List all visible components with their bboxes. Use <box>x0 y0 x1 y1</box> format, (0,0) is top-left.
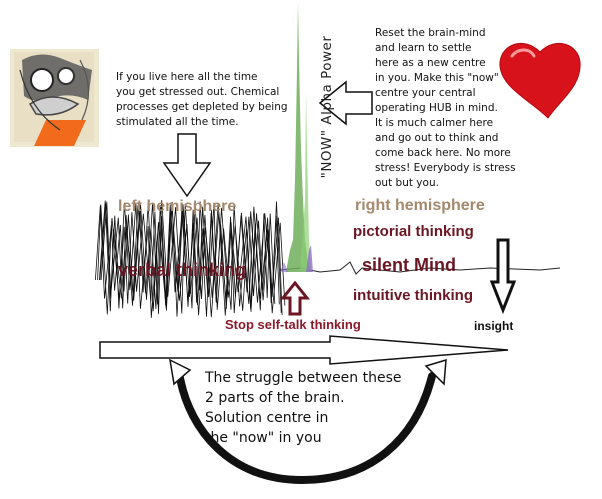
struggle-caption: The struggle between these 2 parts of th… <box>205 370 402 446</box>
curved-double-arrow <box>169 358 447 485</box>
stop-self-talk-label: Stop self-talk thinking <box>225 317 361 332</box>
heart-highlight <box>510 48 536 58</box>
scribble-stroke <box>100 201 276 318</box>
scribble-noise <box>95 200 286 318</box>
arrow-down-right <box>489 238 517 315</box>
arrow-right-long <box>99 335 509 365</box>
arrow-up-maroon <box>279 280 311 316</box>
left-hemisphere-label: left hemisphere <box>118 198 237 215</box>
scribble-stroke <box>99 200 286 314</box>
silent-mind-label: silent Mind <box>362 255 456 275</box>
abstract-brain-figure <box>10 49 99 147</box>
signal-baseline <box>279 261 561 275</box>
insight-label: insight <box>474 319 514 333</box>
left-note: If you live here all the time you get st… <box>116 71 288 128</box>
arrow-left <box>318 80 373 126</box>
scribble-stroke <box>97 203 280 318</box>
verbal-thinking-label: verbal thinking <box>118 260 247 280</box>
right-hemisphere-label: right hemisphere <box>355 197 485 214</box>
alpha-power-label: "NOW" Alpha Power <box>319 35 335 179</box>
heart-icon <box>499 42 581 119</box>
alpha-power-spike <box>280 2 313 272</box>
arrow-down-left <box>162 133 212 198</box>
intuitive-thinking-label: intuitive thinking <box>353 287 473 304</box>
right-note: Reset the brain-mind and learn to settle… <box>375 27 516 189</box>
pictorial-thinking-label: pictorial thinking <box>353 223 474 240</box>
